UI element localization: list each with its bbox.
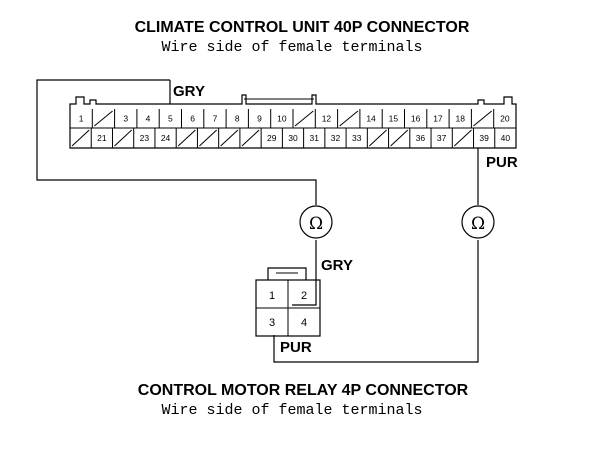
- connector-row-1: 1 3 4 5 6 7 8 9 10 12 14 15 16 17 18 20: [79, 109, 510, 128]
- gry-label-top: GRY: [173, 83, 205, 100]
- terminal-number: 1: [79, 114, 84, 124]
- terminal-number: 39: [479, 133, 489, 143]
- empty-terminal-slash: [177, 129, 196, 147]
- terminal-number: 37: [437, 133, 447, 143]
- pur-label-top: PUR: [486, 154, 518, 171]
- control-motor-relay-connector-4p: 1 2 3 4: [255, 267, 321, 337]
- wiring: [36, 79, 479, 363]
- terminal-number: 12: [322, 114, 332, 124]
- terminal-number: 3: [123, 114, 128, 124]
- terminal-number: 40: [501, 133, 511, 143]
- top-connector-subtitle: Wire side of female terminals: [161, 39, 422, 56]
- terminal-number: 7: [213, 114, 218, 124]
- terminal-number: 4: [146, 114, 151, 124]
- terminal-number: 9: [257, 114, 262, 124]
- empty-terminal-slash: [339, 110, 359, 127]
- empty-terminal-slash: [241, 129, 260, 147]
- terminal-number: 8: [235, 114, 240, 124]
- empty-terminal-slash: [453, 129, 472, 147]
- terminal-number: 15: [389, 114, 399, 124]
- gry-wire-bottom: [292, 240, 317, 306]
- terminal-number: 31: [310, 133, 320, 143]
- climate-control-connector-40p: 1 3 4 5 6 7 8 9 10 12 14 15 16 17 18 20 21 23 24 29 30 31 32 3…: [69, 94, 517, 149]
- terminal-number: 18: [456, 114, 466, 124]
- empty-terminal-slash: [220, 129, 239, 147]
- ohmmeter-right-body: [461, 205, 495, 239]
- terminal-number: 21: [97, 133, 107, 143]
- terminal-number: 30: [288, 133, 298, 143]
- terminal-number: 5: [168, 114, 173, 124]
- empty-terminal-slash: [368, 129, 387, 147]
- terminal-number: 23: [140, 133, 150, 143]
- relay-connector-lock: [267, 267, 307, 280]
- terminal-number: 32: [331, 133, 341, 143]
- connector-row-2: 21 23 24 29 30 31 32 33 36 37 39 40: [71, 128, 511, 148]
- terminal-number: 24: [161, 133, 171, 143]
- terminal-number: 6: [190, 114, 195, 124]
- terminal-number: 29: [267, 133, 277, 143]
- bottom-connector-title: CONTROL MOTOR RELAY 4P CONNECTOR: [138, 382, 469, 399]
- gry-label-bottom: GRY: [321, 257, 353, 274]
- ohm-icon: Ω: [309, 214, 323, 234]
- ohmmeter-left: Ω: [299, 205, 333, 239]
- pur-wire-bottom: [273, 240, 479, 363]
- terminal-number: 33: [352, 133, 362, 143]
- terminal-number: 14: [366, 114, 376, 124]
- empty-terminal-slash: [71, 129, 90, 147]
- empty-terminal-slash: [473, 110, 493, 127]
- empty-terminal-slash: [199, 129, 218, 147]
- empty-terminal-slash: [294, 110, 314, 127]
- ohmmeter-left-body: [299, 205, 333, 239]
- bottom-connector-subtitle: Wire side of female terminals: [161, 402, 422, 419]
- ohmmeter-right: Ω: [461, 205, 495, 239]
- gry-wire-top: [36, 79, 317, 205]
- empty-terminal-slash: [390, 129, 409, 147]
- ohm-icon: Ω: [471, 214, 485, 234]
- terminal-number: 16: [411, 114, 421, 124]
- pur-label-bottom: PUR: [280, 339, 312, 356]
- terminal-number: 17: [433, 114, 443, 124]
- relay-pin-1: 1: [269, 290, 275, 302]
- relay-pin-2: 2: [301, 290, 307, 302]
- terminal-number: 36: [416, 133, 426, 143]
- terminal-number: 20: [500, 114, 510, 124]
- relay-pin-4: 4: [301, 317, 307, 329]
- relay-pin-3: 3: [269, 317, 275, 329]
- top-connector-title: CLIMATE CONTROL UNIT 40P CONNECTOR: [135, 19, 470, 36]
- terminal-number: 10: [277, 114, 287, 124]
- empty-terminal-slash: [114, 129, 133, 147]
- empty-terminal-slash: [93, 110, 113, 127]
- connector-housing: [69, 94, 517, 149]
